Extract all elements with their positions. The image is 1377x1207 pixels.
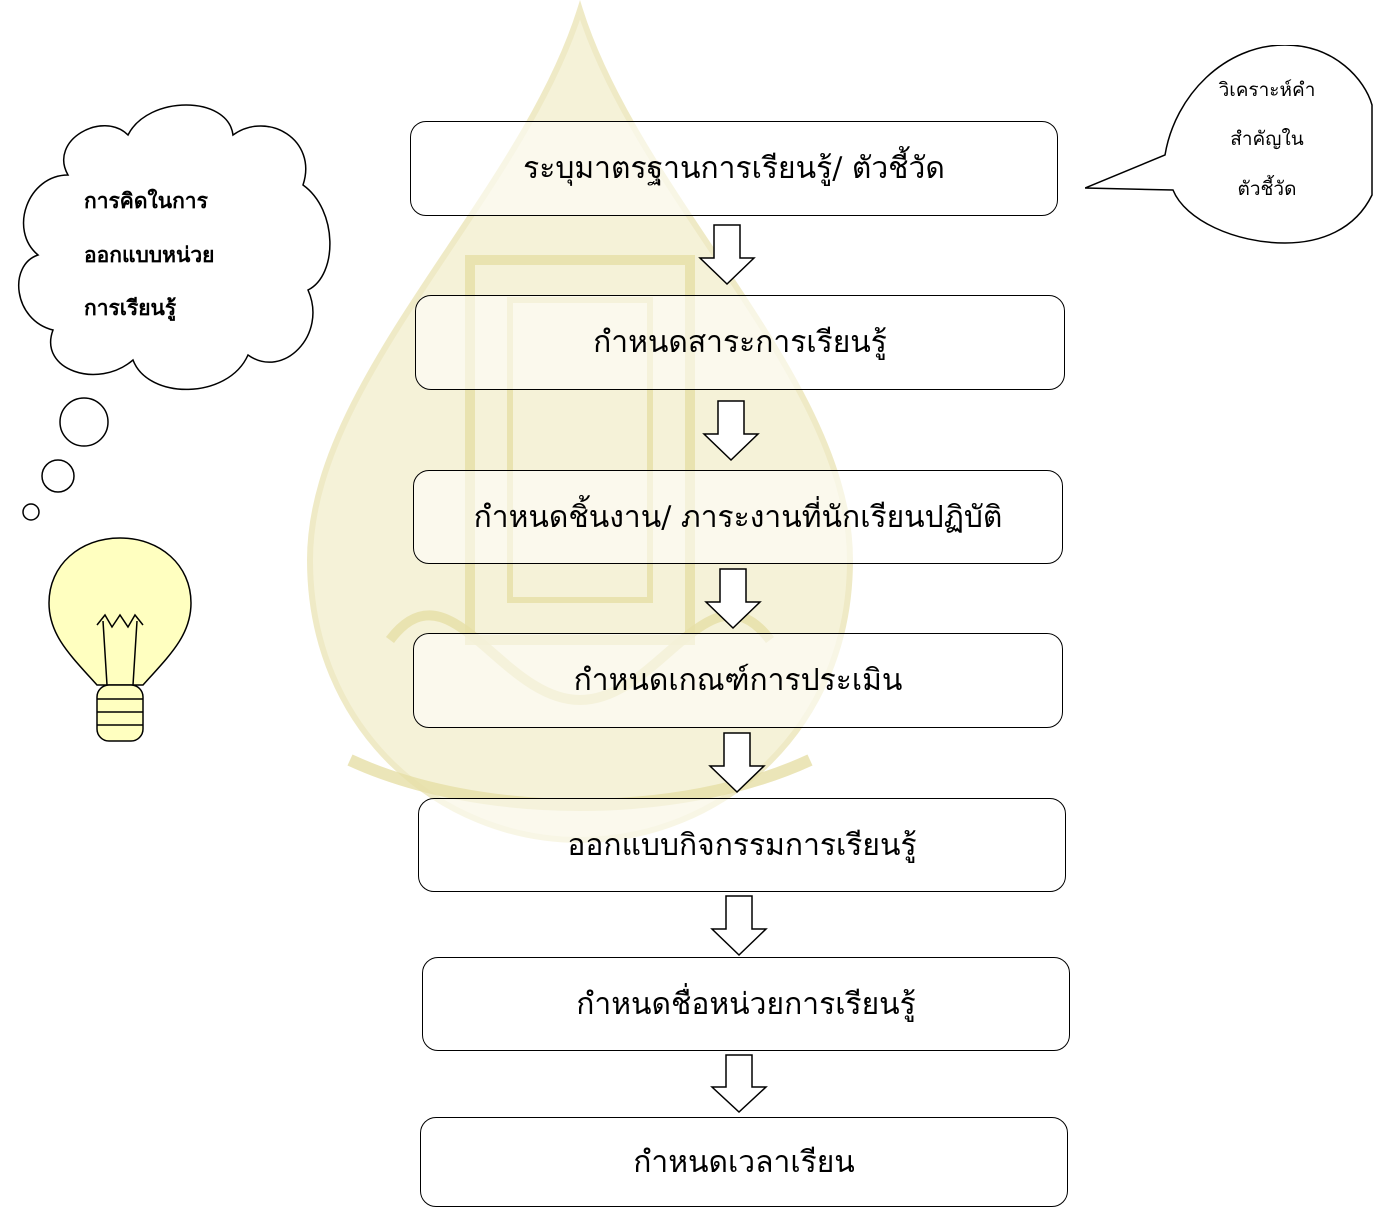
flow-step-6: กำหนดชื่อหน่วยการเรียนรู้ — [422, 957, 1070, 1051]
down-arrow-icon — [710, 1054, 768, 1114]
down-arrow-icon — [702, 400, 760, 462]
thought-cloud — [17, 104, 331, 391]
down-arrow-icon — [708, 732, 766, 794]
callout-line-1: วิเคราะห์คำ — [1218, 79, 1316, 101]
callout-line-3: ตัวชี้วัด — [1237, 178, 1297, 200]
down-arrow-icon — [704, 568, 762, 630]
flow-step-7: กำหนดเวลาเรียน — [420, 1117, 1068, 1207]
light-bulb-icon — [48, 537, 192, 742]
thought-cloud-line-3: การเรียนรู้ — [84, 296, 177, 320]
down-arrow-icon — [710, 895, 768, 957]
callout-line-2: สำคัญใน — [1230, 128, 1304, 150]
flow-step-4: กำหนดเกณฑ์การประเมิน — [413, 633, 1063, 728]
thought-bubbles — [22, 397, 109, 521]
flow-step-3: กำหนดชิ้นงาน/ ภาระงานที่นักเรียนปฏิบัติ — [413, 470, 1063, 564]
thought-cloud-line-2: ออกแบบหน่วย — [84, 243, 215, 267]
flow-step-5: ออกแบบกิจกรรมการเรียนรู้ — [418, 798, 1066, 892]
thought-cloud-line-1: การคิดในการ — [84, 189, 208, 213]
down-arrow-icon — [698, 224, 756, 286]
flow-step-2: กำหนดสาระการเรียนรู้ — [415, 295, 1065, 390]
speech-callout — [1085, 45, 1373, 244]
flow-step-1: ระบุมาตรฐานการเรียนรู้/ ตัวชี้วัด — [410, 121, 1058, 216]
